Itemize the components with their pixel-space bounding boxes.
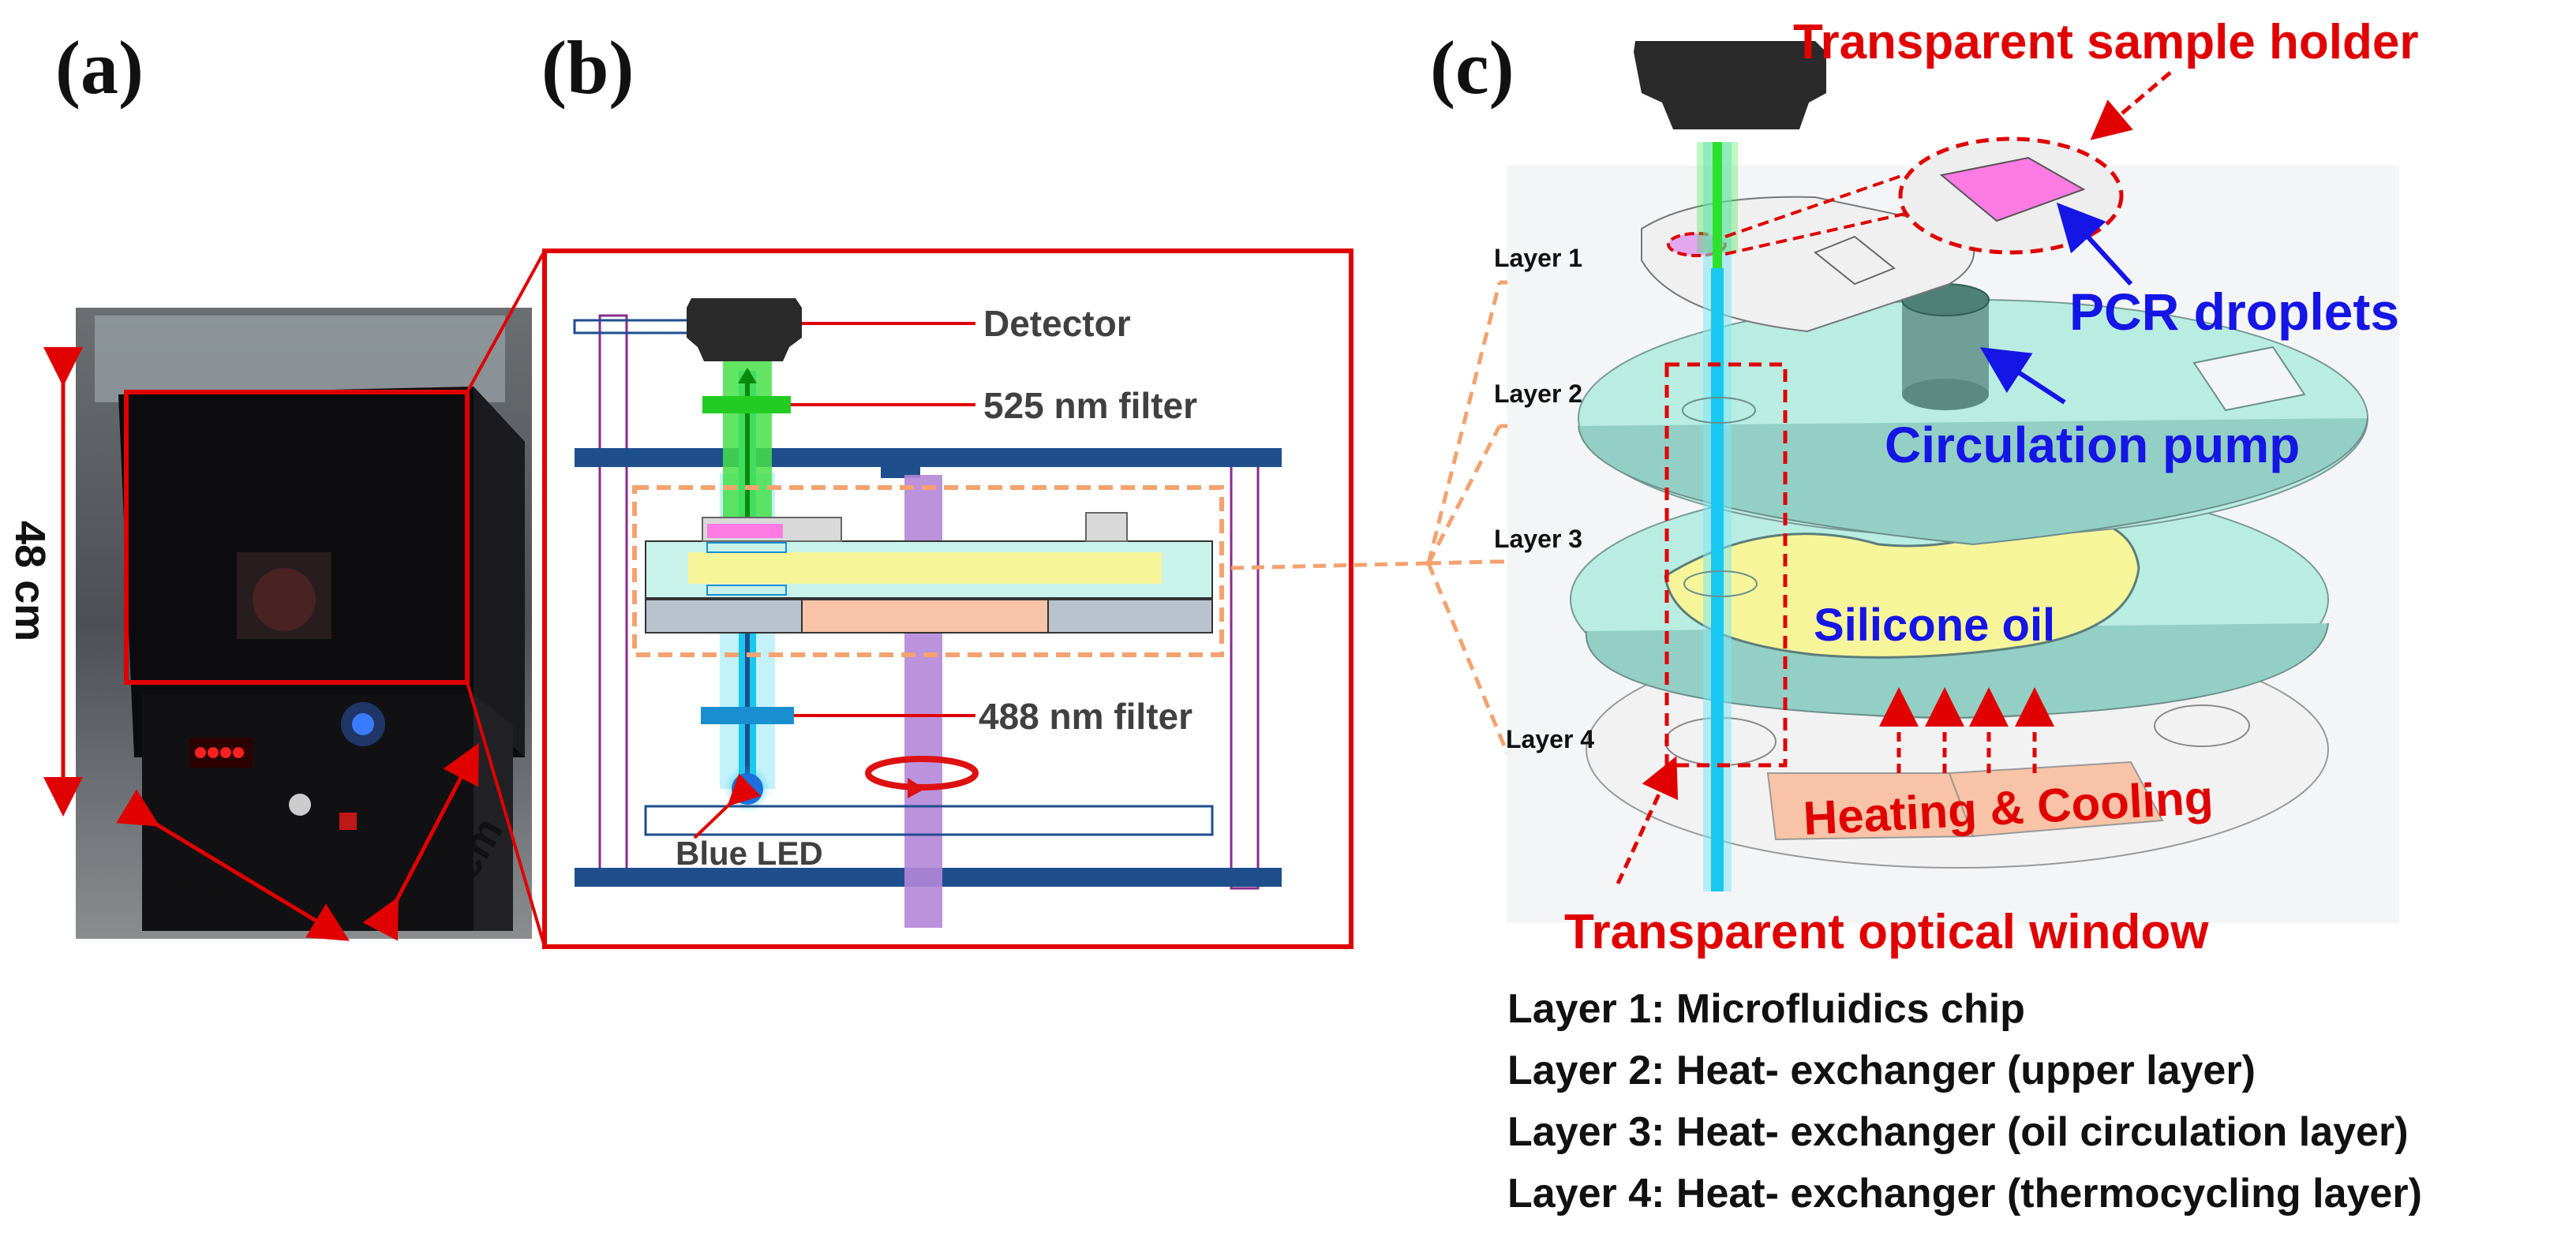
exploded-view bbox=[1507, 41, 2399, 923]
filter-488-label: 488 nm filter bbox=[979, 696, 1193, 737]
silicone-oil-label: Silicone oil bbox=[1814, 600, 2055, 651]
panel-label-b: (b) bbox=[541, 25, 634, 110]
legend-item: Layer 4: Heat- exchanger (thermocycling … bbox=[1507, 1171, 2422, 1216]
detector-icon bbox=[687, 298, 802, 361]
filter-525-label: 525 nm filter bbox=[983, 385, 1197, 426]
detector-label: Detector bbox=[983, 303, 1131, 344]
sample-holder-label: Transparent sample holder bbox=[1793, 15, 2418, 69]
legend-item: Layer 3: Heat- exchanger (oil circulatio… bbox=[1507, 1109, 2409, 1155]
blue-led-icon bbox=[732, 773, 763, 805]
zoom-connector-top bbox=[466, 250, 546, 393]
circulation-pump-label: Circulation pump bbox=[1885, 417, 2300, 473]
layer-3-tag: Layer 3 bbox=[1494, 525, 1582, 553]
zoom-connector-bottom bbox=[466, 682, 546, 947]
filter-488-icon bbox=[701, 707, 794, 724]
sample-holder-grid bbox=[1939, 156, 2086, 222]
layer-2-tag: Layer 2 bbox=[1494, 379, 1582, 408]
dimension-height: 48 cm bbox=[6, 347, 83, 817]
panel-label-c: (c) bbox=[1430, 25, 1515, 110]
layer-legend: Layer 1: Microfluidics chip Layer 2: Hea… bbox=[1507, 986, 2422, 1216]
layer-1-tag: Layer 1 bbox=[1494, 244, 1582, 272]
schematic: Detector 525 nm filter 488 nm filter Blu… bbox=[542, 249, 1354, 949]
panel-label-a: (a) bbox=[55, 25, 144, 110]
pcr-droplets-label: PCR droplets bbox=[2069, 282, 2399, 341]
zoom-frame bbox=[124, 390, 470, 685]
chip-region-box bbox=[632, 485, 1224, 657]
filter-525-icon bbox=[702, 396, 791, 413]
top-plate bbox=[575, 448, 1282, 467]
optical-window-box bbox=[1664, 362, 1788, 768]
blue-led-label: Blue LED bbox=[676, 835, 823, 872]
legend-item: Layer 2: Heat- exchanger (upper layer) bbox=[1507, 1048, 2256, 1093]
optical-window-label: Transparent optical window bbox=[1564, 905, 2209, 959]
height-label: 48 cm bbox=[6, 521, 54, 641]
legend-item: Layer 1: Microfluidics chip bbox=[1507, 986, 2025, 1032]
layer-4-tag: Layer 4 bbox=[1506, 725, 1594, 753]
exploded-detector-icon bbox=[1634, 41, 1826, 129]
